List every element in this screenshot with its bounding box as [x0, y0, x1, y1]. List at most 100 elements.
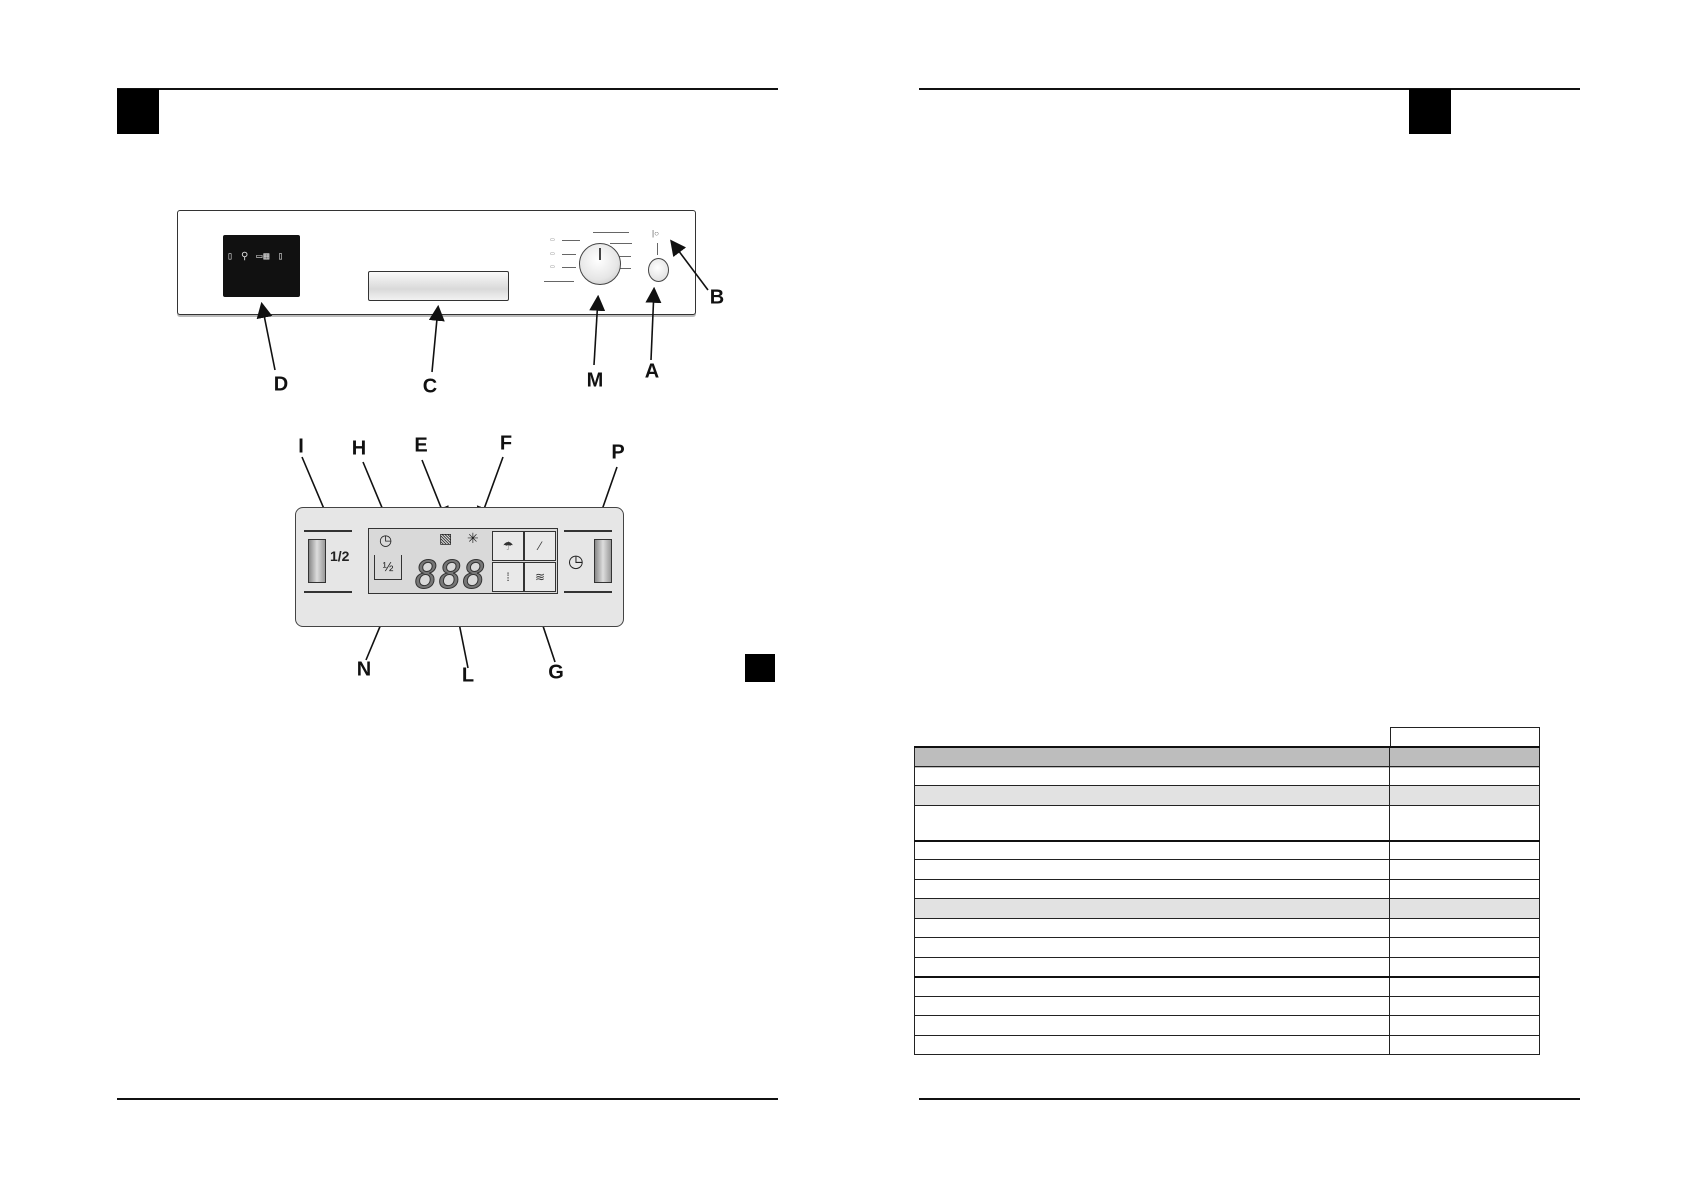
arrow-d	[256, 301, 276, 371]
program-tick-5	[593, 232, 629, 233]
left-section-marker	[117, 89, 159, 134]
table-row	[914, 976, 1540, 998]
right-top-rule	[919, 88, 1580, 90]
table-cell-label	[914, 899, 1390, 919]
table-row	[914, 839, 1540, 861]
table-cell-label	[914, 766, 1390, 786]
callout-g: G	[548, 661, 564, 684]
table-cell-label	[914, 805, 1390, 841]
callout-m: M	[586, 369, 604, 392]
table-row	[914, 1034, 1540, 1055]
table-cell-value	[1390, 860, 1540, 880]
callout-n: N	[356, 658, 372, 681]
program-tick-4	[544, 281, 574, 282]
half-load-button[interactable]	[308, 539, 326, 583]
arrow-m	[589, 294, 606, 366]
table-row	[914, 859, 1540, 880]
table-cell-label	[914, 1016, 1390, 1036]
arrow-b	[670, 239, 709, 291]
power-indicator-line	[657, 243, 658, 255]
table-cell-value	[1390, 841, 1540, 861]
control-panel-illustration: ▯ ⚲ ▭▦ ▯ ▭ ▭ ▭ |○	[177, 210, 696, 315]
arrow-a	[645, 286, 662, 361]
left-button-top-line	[304, 530, 352, 532]
table-cell-value	[1390, 978, 1540, 998]
table-cell-value	[1390, 766, 1540, 786]
salt-refill-icon: ▧	[439, 530, 453, 546]
phase-dry-icon: ≋	[524, 562, 556, 592]
knob-pointer	[599, 248, 601, 260]
program-icon-2: ▭	[550, 251, 555, 257]
right-section-marker	[1409, 89, 1451, 134]
table-bottom-border	[914, 1054, 1540, 1055]
table-cell-label	[914, 786, 1390, 806]
callout-a: A	[644, 360, 660, 383]
table-cell-label	[914, 841, 1390, 861]
table-row	[914, 937, 1540, 958]
table-row	[914, 765, 1540, 786]
callout-c: C	[422, 375, 438, 398]
delay-clock-icon: ◷	[568, 551, 584, 571]
callout-i: I	[298, 435, 304, 458]
callout-l: L	[461, 664, 475, 687]
mini-display-glyphs: ▯ ⚲ ▭▦ ▯	[227, 251, 285, 262]
table-cell-label	[914, 918, 1390, 938]
table-cell-value	[1390, 748, 1540, 768]
left-bottom-rule	[117, 1098, 778, 1100]
callout-p: P	[611, 441, 625, 464]
table-cell-value	[1390, 1016, 1540, 1036]
table-row	[914, 785, 1540, 806]
delay-start-button[interactable]	[594, 539, 612, 583]
table-row	[914, 917, 1540, 938]
display-window-d: ▯ ⚲ ▭▦ ▯	[223, 235, 300, 297]
phase-rinse-icon: ⁄	[524, 531, 556, 561]
callout-f: F	[499, 432, 513, 455]
table-cell-value	[1390, 957, 1540, 977]
table-cell-value	[1390, 938, 1540, 958]
program-tick-3	[562, 267, 576, 268]
rinse-aid-icon: ✳	[467, 530, 479, 546]
page-tab-marker	[745, 654, 775, 682]
door-handle-c	[368, 271, 509, 301]
left-top-rule	[117, 88, 778, 90]
table-row	[914, 898, 1540, 919]
phase-wash-icon: ☂	[492, 531, 524, 561]
program-icon-1: ▭	[550, 237, 555, 243]
timer-icon: ◷	[379, 532, 393, 549]
program-tick-2	[562, 254, 576, 255]
digit-display: 888	[415, 553, 487, 598]
table-row	[914, 995, 1540, 1016]
table-cell-label	[914, 1035, 1390, 1055]
table-cell-label	[914, 938, 1390, 958]
callout-h: H	[351, 437, 367, 460]
table-cell-value	[1390, 996, 1540, 1016]
on-off-button-a[interactable]	[648, 258, 669, 282]
right-button-bottom-line	[564, 591, 612, 593]
half-load-label: 1/2	[330, 548, 350, 564]
callout-e: E	[414, 434, 428, 457]
program-icon-3: ▭	[550, 264, 555, 270]
program-selector-knob-m[interactable]	[579, 243, 621, 285]
table-cell-label	[914, 996, 1390, 1016]
callout-d: D	[273, 373, 289, 396]
table-cell-label	[914, 978, 1390, 998]
table-row	[914, 956, 1540, 977]
table-row	[914, 746, 1540, 768]
table-cell-value	[1390, 805, 1540, 841]
table-row	[914, 878, 1540, 899]
table-cell-value	[1390, 918, 1540, 938]
table-cell-value	[1390, 879, 1540, 899]
program-tick-8	[615, 268, 631, 269]
lcd-screen: ◷ ½ ▧ ✳ 888 ☂ ⁄ ⁞ ≋	[368, 528, 558, 598]
table-cell-value	[1390, 786, 1540, 806]
table-cell-value	[1390, 1035, 1540, 1055]
half-load-indicator-icon: ½	[374, 555, 402, 580]
arrow-c	[428, 304, 445, 373]
display-panel-illustration: 1/2 ◷ ◷ ½ ▧ ✳ 888 ☂ ⁄ ⁞ ≋	[295, 507, 624, 627]
program-tick-1	[562, 240, 580, 241]
power-symbol: |○	[652, 229, 659, 238]
right-button-top-line	[564, 530, 612, 532]
table-row	[914, 804, 1540, 841]
program-tick-6	[610, 243, 632, 244]
table-cell-label	[914, 957, 1390, 977]
